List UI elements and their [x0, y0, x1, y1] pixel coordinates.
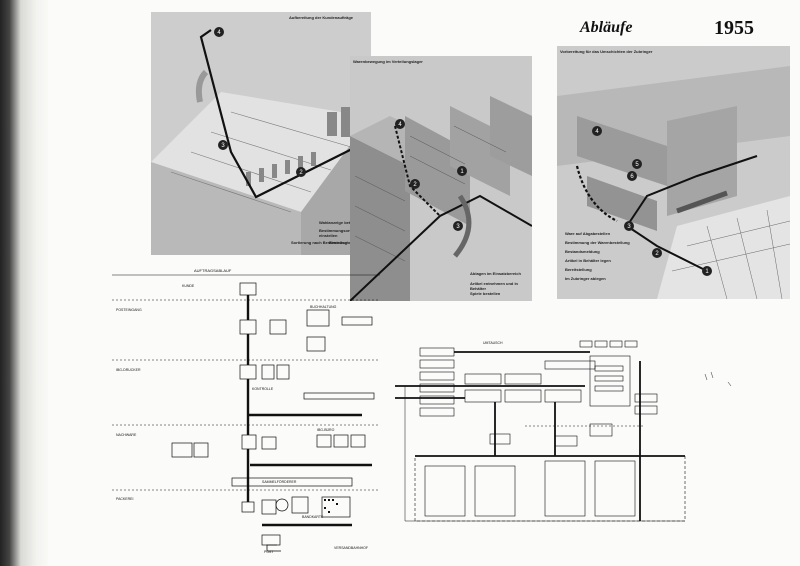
- exchange-schematic-lines: [395, 340, 686, 522]
- section-title: Abläufe: [580, 19, 633, 36]
- photo-3-legend-1: Ware auf Abgabestellen: [565, 231, 611, 236]
- row-label-nachware: NACHWARE: [116, 433, 137, 437]
- stray-marks: [704, 371, 732, 387]
- photo-1-marker-2: 2: [299, 170, 303, 176]
- order-flow-diagram: AUFTRAGSABLAUF KUNDE POSTEINGANG IBG-DRU…: [112, 265, 380, 557]
- photo-2-marker-3: 3: [456, 224, 460, 230]
- label-versandbahnhof: VERSANDBAHNHOF: [334, 546, 369, 550]
- photo-2-illustration: 1 2 3 4: [350, 56, 532, 301]
- exchange-title: UMTAUSCH: [483, 341, 503, 345]
- row-label-kunde: KUNDE: [182, 284, 195, 288]
- photo-3-marker-1: 1: [705, 269, 709, 275]
- photo-2-legend-1: Ablagen im Einsatzbereich: [470, 271, 521, 276]
- label-post: POST: [264, 550, 274, 554]
- photo-2-marker-1: 1: [460, 169, 464, 175]
- photo-1-legend-3: Sortierung nach Bestimmung: [291, 240, 348, 245]
- photo-3-legend-3: Bestandsmeldung: [565, 249, 600, 254]
- photo-1-marker-3: 3: [221, 143, 225, 149]
- photo-3-marker-3: 3: [627, 224, 631, 230]
- photo-3-marker-6: 6: [630, 174, 634, 180]
- photo-feeder-preparation: 1 2 3 4 5 6 Vorbereitung für das Umschic…: [557, 46, 790, 299]
- order-flow-title: AUFTRAGSABLAUF: [194, 268, 232, 273]
- photo-3-title: Vorbereitung für das Umschichten der Zub…: [560, 49, 653, 54]
- row-label-ibg-drucker: IBG-DRUCKER: [116, 368, 141, 372]
- row-label-posteingang: POSTEINGANG: [116, 308, 142, 312]
- photo-3-marker-4: 4: [595, 129, 599, 135]
- photo-3-marker-5: 5: [635, 162, 639, 168]
- photo-3-marker-2: 2: [655, 251, 659, 257]
- photo-2-marker-2: 2: [413, 182, 417, 188]
- photo-1-illustration: 1 2 3 4: [151, 12, 371, 255]
- year-label: 1955: [714, 17, 754, 39]
- photo-warehouse-movement: 1 2 3 4 Warenbewegung im Verteilungslage…: [350, 56, 532, 301]
- exchange-schematic: UMTAUSCH: [395, 336, 695, 528]
- photo-3-legend-2: Bestimmung der Warenbestellung: [565, 240, 630, 245]
- photo-3-legend-6: Im Zubringer ablegen: [565, 276, 606, 281]
- label-kontrolle: KONTROLLE: [252, 387, 274, 391]
- label-ibg-buero: IBG-BÜRO: [317, 428, 335, 432]
- photo-2-marker-4: 4: [398, 122, 402, 128]
- order-flow-lines: [112, 274, 380, 552]
- photo-3-legend-4: Artikel in Behälter legen: [565, 258, 611, 263]
- label-buchhaltung: BUCHHALTUNG: [310, 305, 337, 309]
- photo-order-processing: 1 2 3 4 Aufbereitung der Kundenaufträge …: [151, 12, 371, 255]
- label-sammelfoerderer: SAMMELFÖRDERER: [262, 480, 297, 484]
- label-bandkarte: BANDKARTE: [302, 515, 324, 519]
- photo-3-legend-5: Bereitstellung: [565, 267, 592, 272]
- photo-1-legend-2: Bestimmungsorte einstellen: [319, 228, 354, 238]
- photo-2-legend-3: Spiele bestellen: [470, 291, 501, 296]
- photo-1-legend-1: Wahlanzeige betreutung: [319, 220, 366, 225]
- photo-2-legend-2: Artikel entnehmen und in Behälter: [470, 281, 519, 291]
- book-page: Abläufe 1955: [48, 0, 800, 566]
- photo-1-marker-4: 4: [217, 30, 221, 36]
- book-page-edges: [0, 0, 52, 566]
- row-label-packerei: PACKEREI: [116, 497, 134, 501]
- photo-2-title: Warenbewegung im Verteilungslager: [353, 59, 423, 64]
- photo-1-title: Aufbereitung der Kundenaufträge: [289, 15, 354, 20]
- photo-3-illustration: 1 2 3 4 5 6: [557, 46, 790, 299]
- photo-1-legend-4: Bestellschreibung: [329, 240, 364, 245]
